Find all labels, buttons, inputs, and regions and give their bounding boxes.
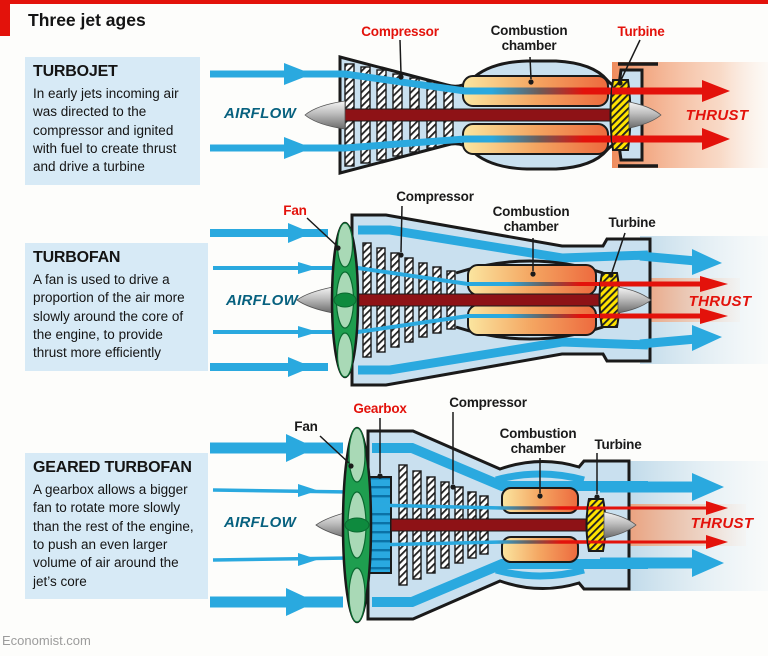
label-pointers bbox=[319, 412, 600, 500]
fan bbox=[341, 426, 373, 624]
tail-cone bbox=[628, 101, 662, 129]
turbojet-combustion-label: Combustion chamber bbox=[490, 23, 568, 53]
page-title: Three jet ages bbox=[28, 10, 146, 30]
airflow-arrows bbox=[210, 434, 588, 616]
bypass-exit-arrows bbox=[600, 473, 724, 577]
geared-gearbox-label: Gearbox bbox=[353, 401, 407, 416]
turbine-wheel bbox=[609, 79, 632, 151]
geared-turbofan-diagram bbox=[210, 412, 768, 624]
turbojet-diagram bbox=[210, 39, 768, 175]
bypass-duct bbox=[372, 443, 648, 607]
turbofan-heading: TURBOFAN bbox=[33, 249, 121, 266]
turbojet-airflow-label: AIRFLOW bbox=[223, 105, 297, 122]
geared-turbofan-infobox: GEARED TURBOFAN A gearbox allows a bigge… bbox=[25, 453, 208, 600]
turbofan-diagram bbox=[210, 205, 768, 387]
geared-combustion-label: Combustion chamber bbox=[499, 426, 577, 456]
turbofan-thrust-label: THRUST bbox=[688, 293, 752, 310]
bypass-exit-arrows bbox=[639, 249, 722, 351]
geared-airflow-label: AIRFLOW bbox=[223, 514, 297, 531]
thrust-arrows bbox=[588, 501, 728, 549]
turbine-wheel bbox=[585, 498, 607, 552]
geared-thrust-label: THRUST bbox=[690, 515, 754, 532]
drive-shaft bbox=[344, 108, 613, 122]
turbojet-thrust-label: THRUST bbox=[685, 107, 749, 124]
turbojet-infobox: TURBOJET In early jets incoming air was … bbox=[25, 57, 200, 185]
turbofan-fan-label: Fan bbox=[283, 203, 307, 218]
turbofan-infobox: TURBOFAN A fan is used to drive a propor… bbox=[25, 243, 208, 371]
top-red-rule bbox=[0, 0, 768, 4]
turbofan-description: A fan is used to drive a proportion of t… bbox=[33, 272, 185, 361]
drive-shaft bbox=[390, 518, 589, 532]
turbofan-airflow-label: AIRFLOW bbox=[225, 292, 299, 309]
tail-cone bbox=[617, 286, 652, 314]
combustion-chamber bbox=[467, 264, 597, 336]
nose-cone bbox=[304, 100, 346, 130]
thrust-arrows bbox=[612, 80, 730, 150]
airflow-arrows bbox=[210, 223, 600, 377]
turbojet-description: In early jets incoming air was directed … bbox=[33, 86, 179, 175]
turbofan-combustion-label: Combustion chamber bbox=[492, 204, 570, 234]
drive-shaft bbox=[357, 293, 602, 307]
geared-turbofan-description: A gearbox allows a bigger fan to rotate … bbox=[33, 482, 194, 589]
turbofan-turbine-label: Turbine bbox=[608, 215, 656, 230]
label-pointers bbox=[398, 39, 641, 86]
label-pointers bbox=[306, 205, 626, 278]
airflow-arrows bbox=[210, 63, 612, 159]
nose-cone bbox=[296, 286, 334, 314]
turbojet-compressor-label: Compressor bbox=[361, 24, 439, 39]
geared-compressor-label: Compressor bbox=[449, 395, 527, 410]
nozzle-lip bbox=[618, 62, 658, 168]
gearbox bbox=[368, 476, 392, 574]
bypass-duct bbox=[358, 225, 649, 375]
geared-turbine-label: Turbine bbox=[594, 437, 642, 452]
tail-cone bbox=[603, 511, 637, 539]
turbojet-turbine-label: Turbine bbox=[617, 24, 665, 39]
turbofan-compressor-label: Compressor bbox=[396, 189, 474, 204]
thrust-arrows bbox=[600, 276, 728, 324]
geared-turbofan-heading: GEARED TURBOFAN bbox=[33, 459, 192, 476]
turbine-wheel bbox=[598, 272, 621, 328]
turbojet-heading: TURBOJET bbox=[33, 63, 118, 80]
fan bbox=[330, 221, 360, 379]
geared-fan-label: Fan bbox=[294, 419, 318, 434]
source-credit: Economist.com bbox=[2, 633, 91, 648]
top-left-red-tab bbox=[0, 0, 10, 36]
